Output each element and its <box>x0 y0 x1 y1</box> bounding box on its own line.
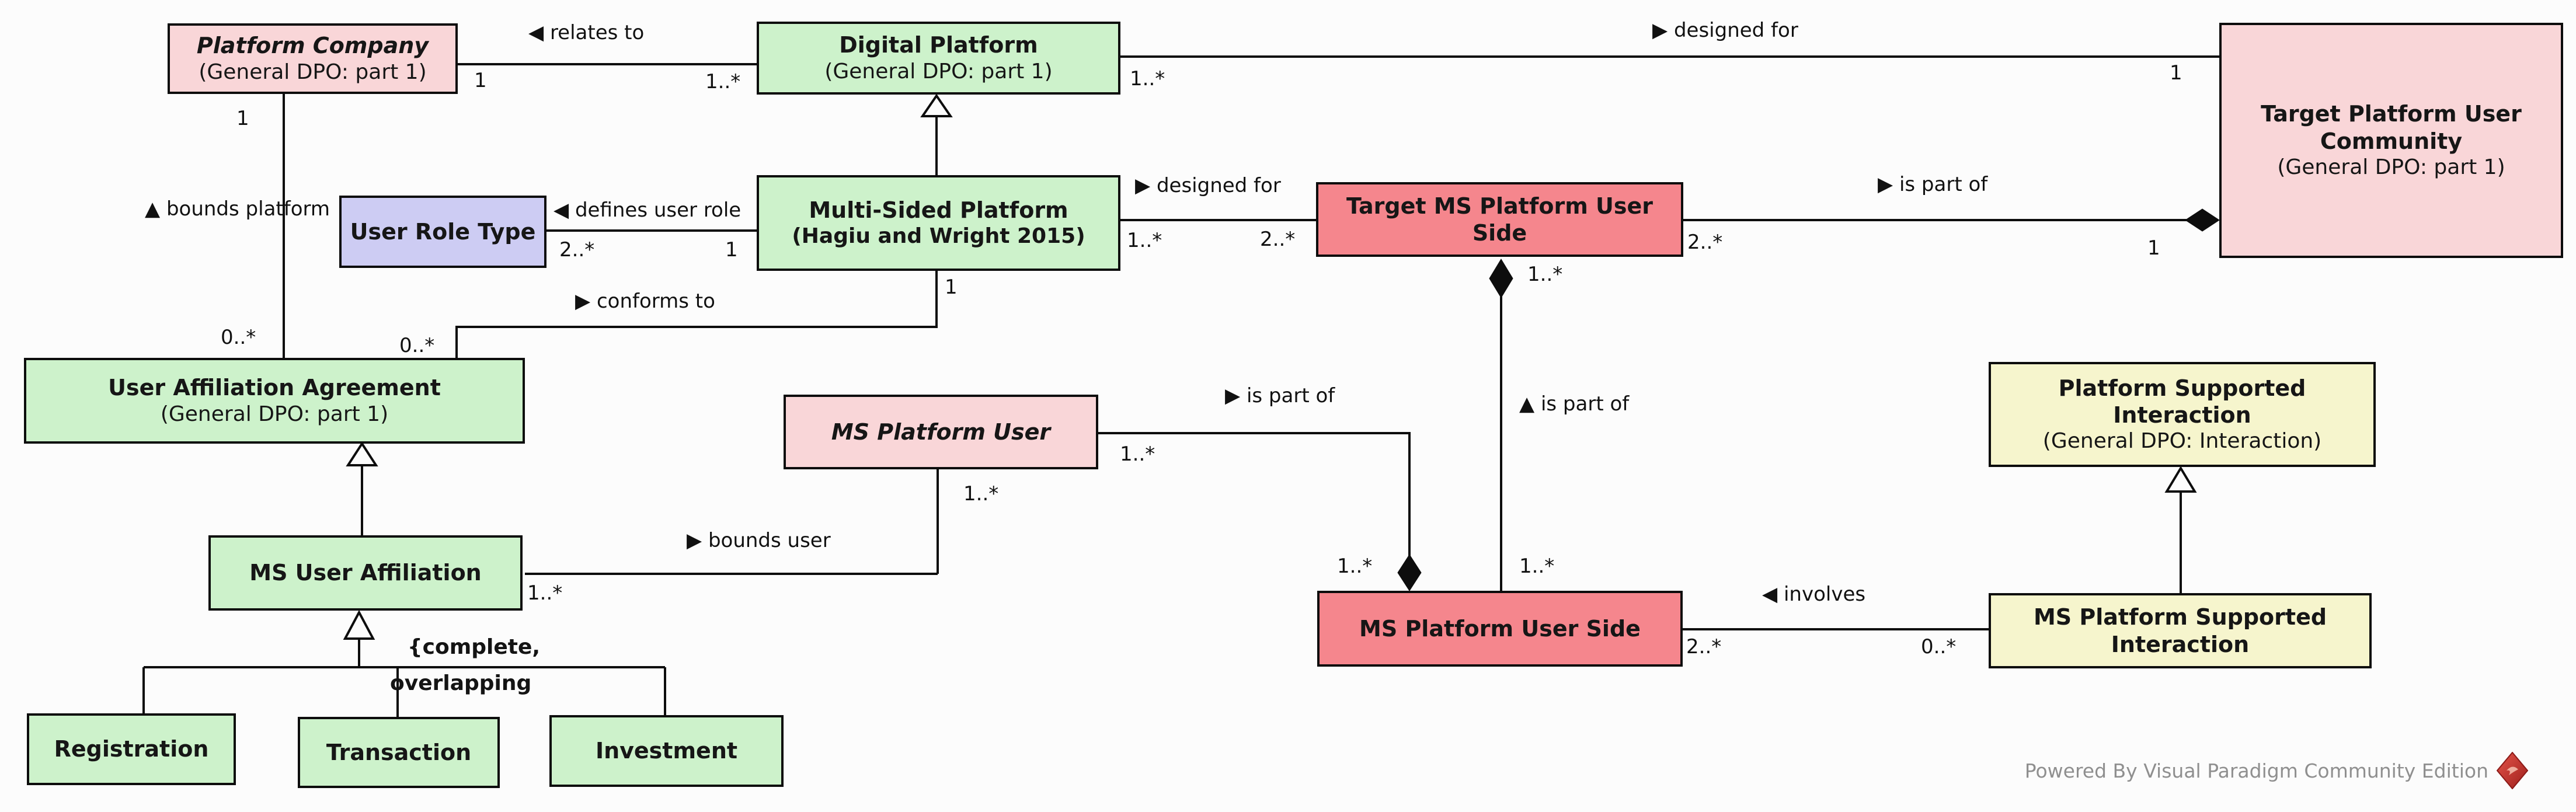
class-title: MS User Affiliation <box>249 560 482 586</box>
class-ms-platform-supported-interaction[interactable]: MS Platform Supported Interaction <box>1989 593 2372 668</box>
composition-diamond-icon <box>1489 259 1513 298</box>
multiplicity-conforms-to-source: 1 <box>945 276 958 299</box>
class-title: User Affiliation Agreement <box>108 375 441 401</box>
class-digital-platform[interactable]: Digital Platform (General DPO: part 1) <box>757 22 1120 95</box>
class-title: Transaction <box>326 739 472 765</box>
class-title: MS Platform Supported Interaction <box>2033 604 2327 657</box>
class-title: MS Platform User <box>831 419 1051 445</box>
class-title: MS Platform User Side <box>1359 615 1641 642</box>
class-subtitle: (General DPO: part 1) <box>824 59 1053 83</box>
multiplicity-designed-for-digital-source: 1..* <box>1130 67 1165 90</box>
multiplicity-is-part-of-community-target: 1 <box>2147 236 2160 260</box>
class-title: Platform Supported Interaction <box>2058 375 2306 428</box>
multiplicity-involves-target: 0..* <box>1921 635 1957 658</box>
multiplicity-bounds-user-source: 1..* <box>527 581 563 605</box>
multiplicity-is-part-of-community-source: 2..* <box>1687 231 1723 254</box>
multiplicity-bounds-platform-target: 0..* <box>221 326 256 349</box>
multiplicity-defines-user-role-source: 2..* <box>559 238 595 262</box>
class-platform-company[interactable]: Platform Company (General DPO: part 1) <box>168 23 458 94</box>
generalization-triangle-icon <box>343 609 375 640</box>
composition-diamond-icon <box>2185 208 2220 232</box>
multiplicity-designed-for-ms-source: 1..* <box>1127 229 1162 252</box>
multiplicity-relates-to-target: 1..* <box>705 70 741 93</box>
generalization-triangle-icon <box>920 93 953 117</box>
class-subtitle: (Hagiu and Wright 2015) <box>792 224 1085 249</box>
class-title: User Role Type <box>350 218 536 245</box>
label-involves: ◀ involves <box>1762 583 1866 606</box>
multiplicity-designed-for-digital-target: 1 <box>2170 61 2182 85</box>
class-title: Registration <box>54 736 209 762</box>
class-title: Target MS Platform User Side <box>1346 193 1653 246</box>
label-bounds-platform: ▲ bounds platform <box>145 197 330 221</box>
class-user-role-type[interactable]: User Role Type <box>339 196 546 268</box>
class-title: Investment <box>595 738 738 764</box>
label-relates-to: ◀ relates to <box>528 21 645 44</box>
class-subtitle: (General DPO: part 1) <box>160 402 389 426</box>
class-subtitle: (General DPO: part 1) <box>2277 155 2505 179</box>
class-transaction[interactable]: Transaction <box>298 717 500 788</box>
multiplicity-designed-for-ms-target: 2..* <box>1260 228 1296 251</box>
multiplicity-defines-user-role-target: 1 <box>725 238 738 262</box>
multiplicity-is-part-of-side-whole: 1..* <box>1527 263 1563 286</box>
class-ms-platform-user[interactable]: MS Platform User <box>784 395 1098 469</box>
multiplicity-conforms-to-target: 0..* <box>399 334 435 357</box>
multiplicity-bounds-user-target: 1..* <box>963 482 999 506</box>
label-bounds-user: ▶ bounds user <box>687 529 831 552</box>
multiplicity-is-part-of-user-target: 1..* <box>1337 555 1373 578</box>
multiplicity-relates-to-source: 1 <box>474 69 487 92</box>
class-registration[interactable]: Registration <box>27 713 236 785</box>
label-designed-for-ms: ▶ designed for <box>1135 174 1281 197</box>
class-ms-user-affiliation[interactable]: MS User Affiliation <box>208 535 523 611</box>
label-defines-user-role: ◀ defines user role <box>554 198 742 222</box>
generalization-constraint-line2: overlapping <box>390 671 532 695</box>
class-subtitle: (General DPO: part 1) <box>199 60 427 84</box>
class-title: Platform Company <box>196 33 429 59</box>
generalization-constraint-line1: {complete, <box>408 635 541 659</box>
label-is-part-of-community: ▶ is part of <box>1878 173 1988 196</box>
composition-diamond-icon <box>1397 554 1422 591</box>
visual-paradigm-logo-icon <box>2497 752 2528 789</box>
multiplicity-is-part-of-side-part: 1..* <box>1519 555 1555 578</box>
class-multi-sided-platform[interactable]: Multi-Sided Platform (Hagiu and Wright 2… <box>757 175 1120 271</box>
class-target-ms-platform-user-side[interactable]: Target MS Platform User Side <box>1316 182 1683 257</box>
class-user-affiliation-agreement[interactable]: User Affiliation Agreement (General DPO:… <box>24 358 525 444</box>
label-is-part-of-user: ▶ is part of <box>1225 384 1335 407</box>
powered-by-text: Powered By Visual Paradigm Community Edi… <box>2024 759 2488 782</box>
class-subtitle: (General DPO: Interaction) <box>2042 429 2322 454</box>
multiplicity-is-part-of-user-source: 1..* <box>1120 442 1155 466</box>
powered-by-footer: Powered By Visual Paradigm Community Edi… <box>2025 752 2528 789</box>
label-is-part-of-side: ▲ is part of <box>1519 392 1630 416</box>
multiplicity-bounds-platform-source: 1 <box>236 107 249 130</box>
connector-bounds-user <box>525 469 939 575</box>
class-title: Digital Platform <box>839 32 1038 58</box>
connector-is-part-of-user <box>1098 432 1411 557</box>
label-designed-for-digital: ▶ designed for <box>1652 19 1798 42</box>
connector-conforms-to <box>455 271 938 358</box>
label-conforms-to: ▶ conforms to <box>575 290 715 313</box>
class-investment[interactable]: Investment <box>549 715 784 787</box>
multiplicity-involves-source: 2..* <box>1686 635 1722 658</box>
class-target-platform-user-community[interactable]: Target Platform User Community (General … <box>2219 23 2563 258</box>
connector-generalization-children <box>142 639 666 717</box>
class-platform-supported-interaction[interactable]: Platform Supported Interaction (General … <box>1989 362 2376 467</box>
generalization-triangle-icon <box>346 441 378 466</box>
class-title: Target Platform User Community <box>2261 101 2522 154</box>
class-title: Multi-Sided Platform <box>809 197 1068 223</box>
generalization-triangle-icon <box>2164 466 2197 493</box>
class-ms-platform-user-side[interactable]: MS Platform User Side <box>1317 591 1683 667</box>
